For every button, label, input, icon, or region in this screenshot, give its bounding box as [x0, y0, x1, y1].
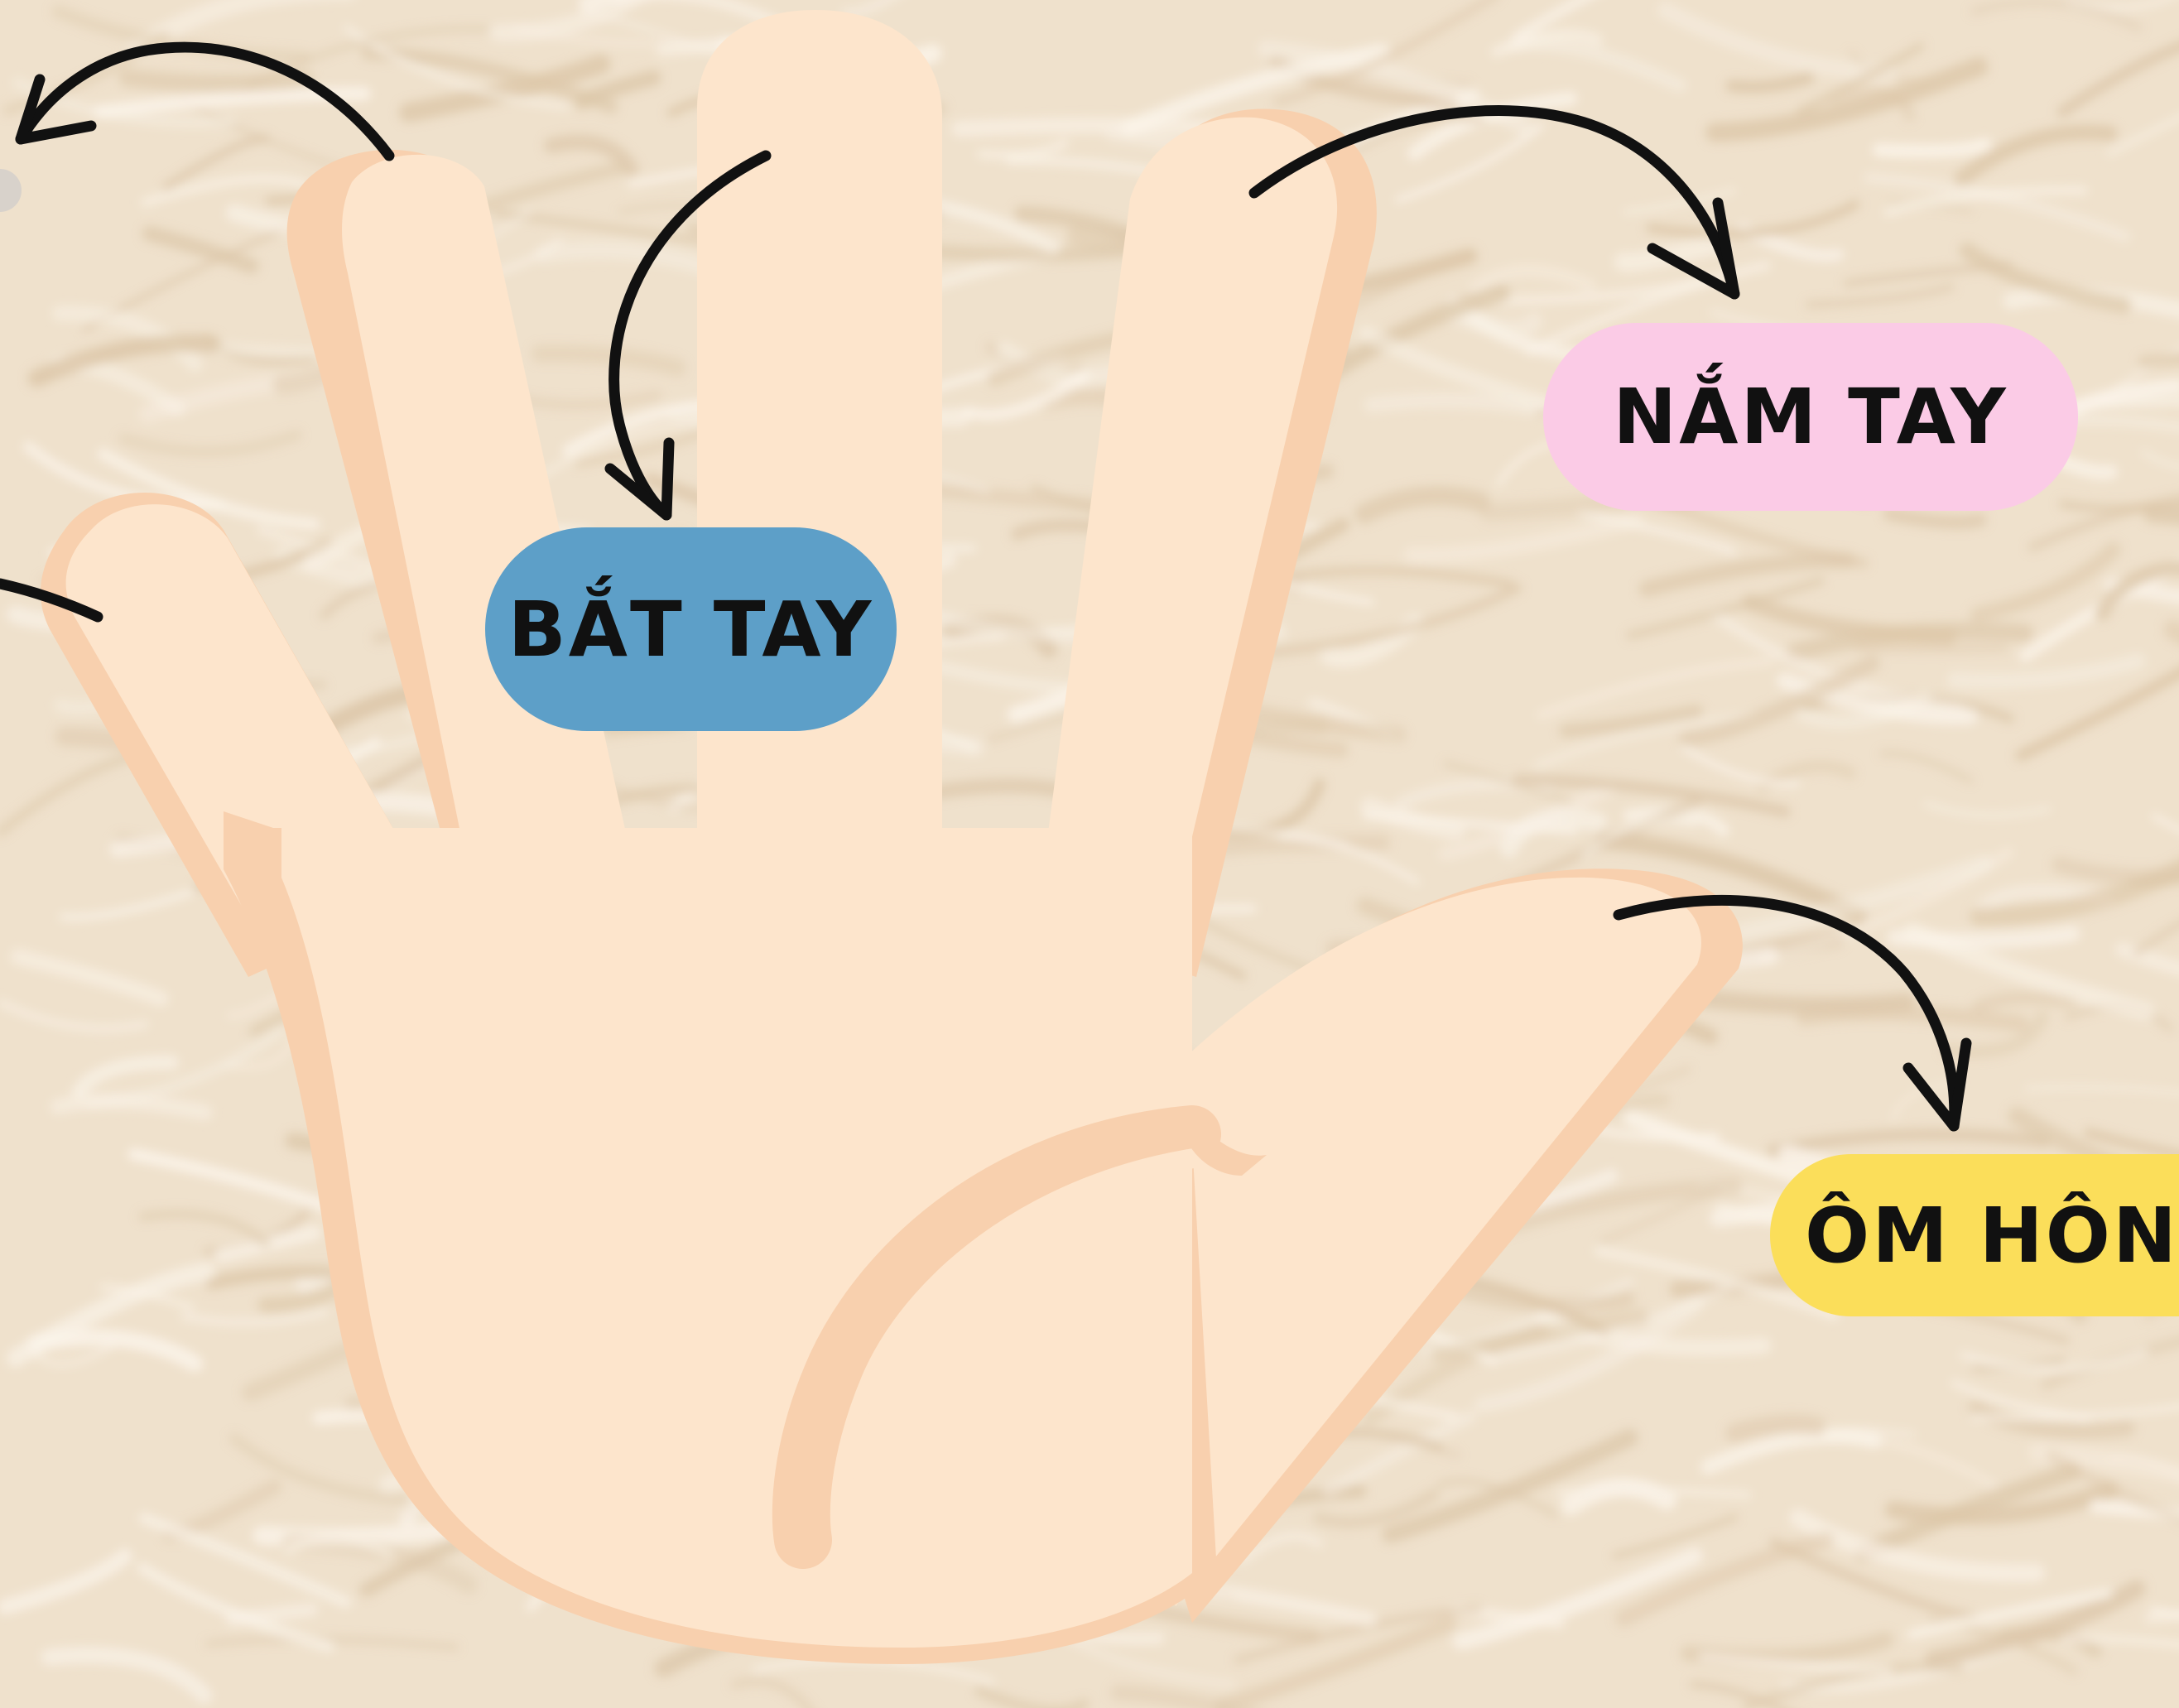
label-bat-tay-text: BẮT TAY [508, 585, 874, 674]
label-nam-tay: NẮM TAY [1543, 323, 2078, 511]
label-om-hon: ÔM HÔN [1770, 1154, 2179, 1316]
label-om-hon-text: ÔM HÔN [1805, 1191, 2179, 1280]
label-nam-tay-text: NẮM TAY [1613, 373, 2008, 461]
label-bat-tay: BẮT TAY [485, 527, 897, 731]
